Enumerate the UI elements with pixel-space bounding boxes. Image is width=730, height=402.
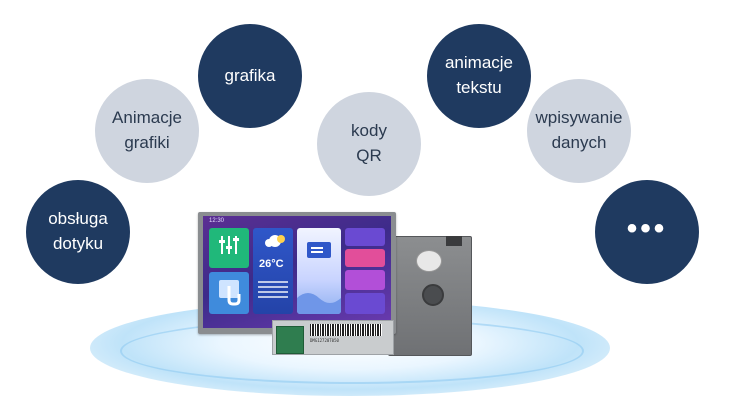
bubble-label: Animacje grafiki (112, 108, 182, 152)
lcd-frame: 12:30 26°C (198, 212, 396, 334)
module-connector (422, 284, 444, 306)
screen-tile-r2 (345, 249, 385, 267)
settings-sliders-icon (219, 236, 239, 254)
touch-hand-icon (219, 280, 241, 306)
bubble-grafika: grafika (198, 24, 302, 128)
bubble-animacje-grafiki: Animacje grafiki (95, 79, 199, 183)
display-module-image: 12:30 26°C (198, 212, 472, 357)
screen-tile-r3 (345, 270, 385, 290)
bubble-kody-qr: kody QR (317, 92, 421, 196)
lcd-screen: 12:30 26°C (203, 216, 391, 328)
bubble-animacje-tekstu: animacje tekstu (427, 24, 531, 128)
barcode-label (310, 324, 382, 336)
screen-tile-blue (209, 272, 249, 314)
screen-weather-details (253, 278, 293, 298)
bubble-label: grafika (224, 65, 276, 85)
weather-cloud-icon (265, 235, 285, 247)
screen-tile-green (209, 228, 249, 268)
module-header (446, 236, 462, 246)
media-icon (297, 242, 341, 314)
pcb-chip (276, 326, 304, 354)
bubble-label: obsługa dotyku (48, 209, 108, 253)
screen-tile-weather: 26°C (253, 228, 293, 314)
bubble-label: animacje tekstu (444, 53, 514, 97)
screen-tile-r1 (345, 228, 385, 246)
bubble-obsluga-dotyku: obsługa dotyku (26, 180, 130, 284)
screen-temperature: 26°C (259, 258, 284, 270)
screen-clock: 12:30 (209, 218, 225, 224)
module-sticker (416, 250, 442, 272)
screen-tile-media (297, 228, 341, 314)
bubble-label: wpisywanie danych (535, 108, 623, 152)
screen-tile-r4 (345, 293, 385, 314)
bubble-wpisywanie-danych: wpisywanie danych (527, 79, 631, 183)
barcode-text: DMG12720T050 (310, 338, 339, 343)
bubble-label: kody QR (351, 121, 387, 165)
more-dots-icon: ••• (626, 212, 668, 245)
bubble-more: ••• (595, 180, 699, 284)
